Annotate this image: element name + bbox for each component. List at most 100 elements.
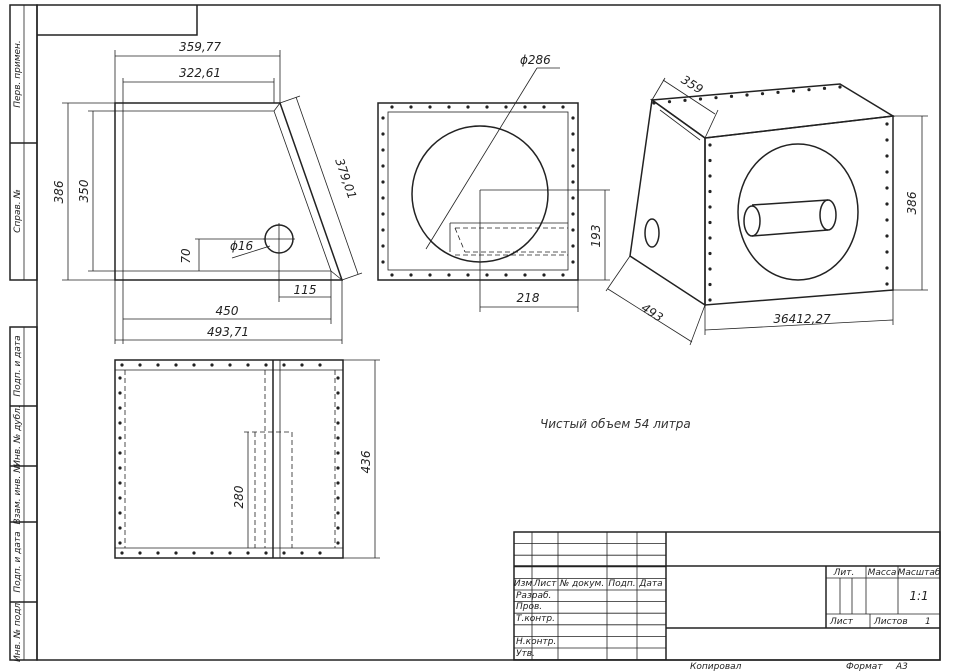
bolt-dot <box>561 273 565 277</box>
bolt-dot <box>390 273 394 277</box>
bolt-dot <box>428 105 432 109</box>
bolt-dot <box>504 105 508 109</box>
tb-header: Подп. <box>608 579 635 589</box>
dim-circle-diameter: ϕ286 <box>520 53 551 67</box>
bolt-dot <box>118 541 122 545</box>
bolt-dot <box>708 143 712 147</box>
bolt-dot <box>118 376 122 380</box>
bolt-dot <box>571 180 575 184</box>
bolt-dot <box>118 526 122 530</box>
dim-hole-offset: 115 <box>294 283 317 297</box>
bolt-dot <box>807 88 811 92</box>
bolt-dot <box>336 421 340 425</box>
bolt-dot <box>246 363 250 367</box>
bolt-dot <box>776 90 780 94</box>
bolt-dot <box>381 196 385 200</box>
format-label: Формат <box>846 662 883 672</box>
dim-port-height: 193 <box>589 225 603 248</box>
bolt-dot <box>381 164 385 168</box>
front-view: 359,77 322,61 386 350 379,01 70 ϕ16 115 <box>52 40 363 344</box>
volume-note: Чистый объем 54 литра <box>540 417 691 431</box>
bolt-dot <box>428 273 432 277</box>
side-label-orig-inv: Инв. № подл. <box>13 600 23 662</box>
bolt-dot <box>447 273 451 277</box>
dim-slant: 379,01 <box>332 157 359 201</box>
copied-label: Копировал <box>690 662 742 672</box>
scale-value: 1:1 <box>909 589 928 603</box>
plan-view: 436 280 <box>114 359 380 559</box>
bolt-dot <box>120 551 124 555</box>
bolt-dot <box>118 481 122 485</box>
top-left-stamp <box>37 5 198 36</box>
side-label-ref: Справ. № <box>13 189 23 233</box>
bolt-dot <box>885 218 889 222</box>
bolt-dot <box>118 421 122 425</box>
bolt-dot <box>760 92 765 96</box>
bolt-dot <box>264 551 268 555</box>
dim-height-inner: 350 <box>77 179 91 202</box>
bolt-dot <box>542 105 546 109</box>
bolt-dot <box>885 202 889 206</box>
bolt-dot <box>318 551 322 555</box>
bolt-dot <box>708 205 712 209</box>
tb-header: Изм <box>514 579 533 589</box>
tb-row-label: Пров. <box>516 602 542 612</box>
bolt-dot <box>447 105 451 109</box>
bolt-dot <box>118 436 122 440</box>
bolt-dot <box>571 148 575 152</box>
bolt-dot <box>138 551 142 555</box>
bolt-dot <box>885 266 889 270</box>
bolt-dot <box>381 212 385 216</box>
bolt-dot <box>381 148 385 152</box>
bolt-dot <box>571 228 575 232</box>
dim-hole-height: 70 <box>179 248 193 264</box>
bolt-dot <box>282 363 286 367</box>
dim-bottom-inner: 450 <box>216 304 239 318</box>
bolt-dot <box>120 363 124 367</box>
bolt-dot <box>336 511 340 515</box>
bolt-dot <box>714 96 718 100</box>
tb-row-label: Т.контр. <box>516 614 555 624</box>
bolt-dot <box>156 551 160 555</box>
side-label-sign-date-2: Подп. и дата <box>13 531 23 592</box>
bolt-dot <box>504 273 508 277</box>
bolt-dot <box>708 267 712 271</box>
side-strip: Перв. примен. Справ. № Подп. и дата Инв.… <box>9 4 38 662</box>
bolt-dot <box>381 260 385 264</box>
bolt-dot <box>336 526 340 530</box>
bolt-dot <box>708 298 712 302</box>
sheets-label: Листов <box>873 617 908 627</box>
bolt-dot <box>838 85 842 89</box>
bolt-dot <box>210 363 214 367</box>
bolt-dot <box>118 391 122 395</box>
bolt-dot <box>318 363 322 367</box>
bolt-dot <box>885 138 889 142</box>
dim-hole-diameter: ϕ16 <box>230 239 254 253</box>
dim-top-outer: 359,77 <box>179 40 221 54</box>
bolt-dot <box>791 89 796 93</box>
bolt-dot <box>118 511 122 515</box>
bolt-dot <box>571 212 575 216</box>
lit-label: Лит. <box>833 568 855 578</box>
bolt-dot <box>485 273 489 277</box>
bolt-dot <box>246 551 250 555</box>
tb-header: № докум. <box>559 579 604 589</box>
side-label-dup-inv: Инв. № дубл. <box>13 405 23 467</box>
bolt-dot <box>118 466 122 470</box>
bolt-dot <box>118 451 122 455</box>
bolt-dot <box>409 273 413 277</box>
bolt-dot <box>381 180 385 184</box>
bolt-dot <box>228 551 232 555</box>
bolt-dot <box>885 122 889 126</box>
bolt-dot <box>336 391 340 395</box>
tb-header: Дата <box>638 579 662 589</box>
bolt-dot <box>708 251 712 256</box>
bolt-dot <box>542 273 546 277</box>
iso-view: 359 386 493 36412,27 <box>605 73 928 346</box>
bolt-dot <box>571 244 575 248</box>
bolt-dot <box>729 94 734 98</box>
bolt-dot <box>381 116 385 120</box>
bolt-dot <box>381 228 385 232</box>
bolt-dot <box>561 105 565 109</box>
